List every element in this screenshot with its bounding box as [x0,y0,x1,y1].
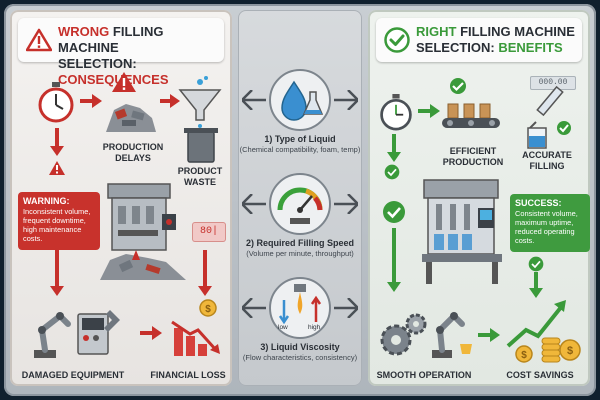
arrow-down-icon [387,228,401,292]
svg-text:$: $ [521,350,527,361]
product-waste-label: Product Waste [177,166,223,187]
viscosity-low-label: low [278,324,288,331]
smooth-operation-label: Smooth Operation [376,370,472,380]
financial-loss-icon: $ [171,299,220,356]
check-circle-icon [384,27,410,53]
benefits-header: Right Filling Machine Selection: Benefit… [376,18,582,62]
arrow-right-icon [418,104,440,118]
filling-machine-icon [422,179,502,284]
arrow-down-icon [387,134,401,162]
arrow-down-icon [198,250,212,296]
double-arrow-icon [242,194,266,214]
viscosity-high-label: high [308,324,321,331]
factor-1: 1) Type of Liquid (Chemical compatibilit… [239,134,361,154]
check-circle-icon [384,164,400,180]
consequences-title: Wrong Filling Machine Selection: Consequ… [58,24,169,87]
double-arrow-icon [334,90,358,110]
product-waste-icon [178,76,222,163]
arrow-right-icon [140,326,162,340]
arrow-down-icon [529,272,543,298]
viscosity-icon [269,277,331,339]
double-arrow-icon [334,194,358,214]
svg-text:$: $ [205,304,211,315]
error-display: 80| [192,222,226,242]
counter-display: 000.00 [530,76,576,90]
smooth-operation-icon [380,311,472,358]
double-arrow-icon [242,298,266,318]
success-callout: SUCCESS: Consistent volume, maximum upti… [510,194,590,252]
warning-triangle-icon [49,161,65,175]
arrow-down-icon [50,250,64,296]
liquid-drop-flask-icon [269,69,331,131]
arrow-right-icon [160,94,180,108]
cost-savings-label: Cost Savings [506,370,574,380]
financial-loss-label: Financial Loss [150,370,226,380]
damaged-equipment-icon [34,310,120,358]
broken-machine-icon [100,183,186,280]
stopwatch-icon [380,94,412,131]
speed-gauge-icon [269,173,331,235]
benefits-title: Right Filling Machine Selection: Benefit… [416,24,575,55]
arrow-right-icon [80,94,102,108]
factors-panel: 1) Type of Liquid (Chemical compatibilit… [238,10,362,386]
consequences-panel: Wrong Filling Machine Selection: Consequ… [10,10,232,386]
efficient-production-label: Efficient Production [442,146,504,167]
stopwatch-icon [38,82,74,123]
arrow-down-icon [50,128,64,156]
arrow-right-icon [478,328,500,342]
factor-3: 3) Liquid Viscosity (Flow characteristic… [242,342,358,362]
production-delays-label: Production Delays [102,142,164,163]
consequences-header: Wrong Filling Machine Selection: Consequ… [18,18,224,87]
double-arrow-icon [242,90,266,110]
production-delays-icon [106,72,156,132]
double-arrow-icon [334,298,358,318]
efficient-production-icon [442,78,500,128]
warning-callout: WARNING: Inconsistent volume, frequent d… [18,192,100,250]
check-circle-icon [383,201,405,223]
accurate-filling-icon [527,85,571,149]
cost-savings-icon: $ $ [506,300,581,363]
factor-2: 2) Required Filling Speed (Volume per mi… [245,238,354,258]
accurate-filling-label: Accurate Filling [522,150,572,171]
check-circle-icon [528,256,544,272]
warning-triangle-icon [26,28,52,52]
damaged-equipment-label: Damaged Equipment [21,370,125,380]
svg-text:$: $ [567,345,573,357]
benefits-panel: Right Filling Machine Selection: Benefit… [368,10,590,386]
